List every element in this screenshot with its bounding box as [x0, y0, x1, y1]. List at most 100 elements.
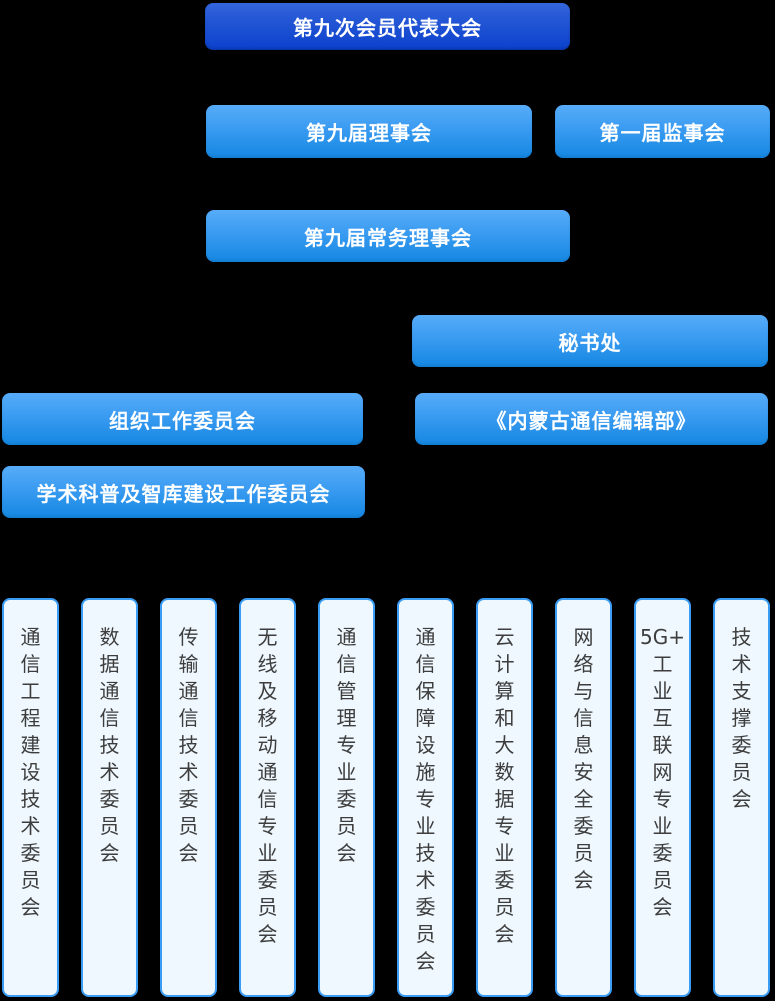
node-academic-thinktank-committee: 学术科普及智库建设工作委员会: [2, 466, 365, 518]
node-editorial-office: 《内蒙古通信编辑部》: [415, 393, 768, 445]
committee-label-char: 大: [494, 733, 515, 757]
node-secretariat: 秘书处: [412, 315, 768, 367]
committee-label-char: 专: [336, 733, 357, 757]
committee-label-char: 专: [257, 814, 278, 838]
committee-label-char: 及: [257, 679, 278, 703]
committee-label-char: 联: [652, 733, 673, 757]
committee-label-char: 员: [178, 814, 199, 838]
committee-label-char: 术: [415, 868, 436, 892]
committee-label-char: 技: [731, 625, 752, 649]
committee-label-char: 信: [415, 652, 436, 676]
committee-label-char: 全: [573, 787, 594, 811]
committee-label-char: 传: [178, 625, 199, 649]
committee-box: 5G+工业互联网专业委员会: [634, 598, 691, 997]
committee-label-char: 计: [494, 652, 515, 676]
committee-label-char: 管: [336, 679, 357, 703]
committee-label-char: 技: [99, 733, 120, 757]
committee-label-char: 息: [573, 733, 594, 757]
committee-label-char: 会: [20, 895, 41, 919]
committee-label-char: 通: [336, 625, 357, 649]
committee-label-char: 专: [415, 787, 436, 811]
committee-label-char: 术: [20, 814, 41, 838]
committee-label-char: 术: [99, 760, 120, 784]
committee-box: 数据通信技术委员会: [81, 598, 138, 997]
committee-box: 网络与信息安全委员会: [555, 598, 612, 997]
committee-label-char: 线: [257, 652, 278, 676]
committee-label-char: 委: [652, 841, 673, 865]
committee-label-char: 员: [652, 868, 673, 892]
committee-label-char: 委: [573, 814, 594, 838]
committee-label-char: 通: [99, 679, 120, 703]
committee-label-char: 业: [494, 841, 515, 865]
committee-label-char: 输: [178, 652, 199, 676]
committee-label-char: 设: [20, 760, 41, 784]
committee-label-char: 会: [652, 895, 673, 919]
committee-box: 通信保障设施专业技术委员会: [397, 598, 454, 997]
committee-label-char: 会: [731, 787, 752, 811]
committee-label-char: 和: [494, 706, 515, 730]
committee-label-char: 业: [415, 814, 436, 838]
committee-box: 云计算和大数据专业委员会: [476, 598, 533, 997]
committee-label-char: 信: [257, 787, 278, 811]
node-board-of-directors: 第九届理事会: [206, 105, 532, 158]
node-board-of-supervisors: 第一届监事会: [555, 105, 770, 158]
committee-label-char: 络: [573, 652, 594, 676]
committee-label-char: 委: [415, 895, 436, 919]
committee-box: 无线及移动通信专业委员会: [239, 598, 296, 997]
committee-label-char: 数: [99, 625, 120, 649]
committee-label-char: 技: [20, 787, 41, 811]
committee-box: 技术支撑委员会: [713, 598, 770, 997]
committee-label-char: 算: [494, 679, 515, 703]
committee-label-char: 委: [494, 868, 515, 892]
committee-label-char: 支: [731, 679, 752, 703]
committee-label-char: 技: [415, 841, 436, 865]
committee-label-char: 据: [99, 652, 120, 676]
committee-label-char: 员: [20, 868, 41, 892]
committee-label-char: 员: [731, 760, 752, 784]
committee-label-char: 会: [336, 841, 357, 865]
committee-box: 传输通信技术委员会: [160, 598, 217, 997]
node-standing-council: 第九届常务理事会: [206, 210, 570, 262]
committee-label-char: 术: [731, 652, 752, 676]
committee-label-char: 会: [257, 922, 278, 946]
committee-label-char: 技: [178, 733, 199, 757]
committee-label-char: 云: [494, 625, 515, 649]
committee-label-char: 委: [178, 787, 199, 811]
committee-label-char: 专: [494, 814, 515, 838]
committee-label-char: 数: [494, 760, 515, 784]
committee-label-char: 建: [20, 733, 41, 757]
committee-label-char: 员: [99, 814, 120, 838]
committee-label-char: 委: [99, 787, 120, 811]
committee-label-char: 工: [652, 652, 673, 676]
committee-label-char: 业: [652, 814, 673, 838]
committee-label-char: 与: [573, 679, 594, 703]
committee-label-char: 设: [415, 733, 436, 757]
committee-label-char: 动: [257, 733, 278, 757]
committee-label-char: 委: [20, 841, 41, 865]
committee-label-char: 员: [415, 922, 436, 946]
committee-label-char: 委: [731, 733, 752, 757]
committee-label-char: 业: [336, 760, 357, 784]
committee-label-char: 委: [257, 868, 278, 892]
committee-label-char: 通: [20, 625, 41, 649]
committee-label-char: 术: [178, 760, 199, 784]
committee-label-char: 信: [20, 652, 41, 676]
committee-label-char: 业: [257, 841, 278, 865]
committee-label-char: 工: [20, 679, 41, 703]
committee-label-char: 安: [573, 760, 594, 784]
committee-label-char: 障: [415, 706, 436, 730]
committee-label-char: 保: [415, 679, 436, 703]
committee-label-char: 会: [178, 841, 199, 865]
committee-label-char: 信: [573, 706, 594, 730]
committee-label-char: 网: [652, 760, 673, 784]
committee-label-char: 网: [573, 625, 594, 649]
committee-label-char: 移: [257, 706, 278, 730]
committee-label-char: 据: [494, 787, 515, 811]
committee-label-char: 理: [336, 706, 357, 730]
committee-label-char: 会: [99, 841, 120, 865]
committee-label-char: 撑: [731, 706, 752, 730]
committee-label-char: 互: [652, 706, 673, 730]
committee-label-char: 专: [652, 787, 673, 811]
committee-label-char: 信: [336, 652, 357, 676]
committee-label-char: 业: [652, 679, 673, 703]
